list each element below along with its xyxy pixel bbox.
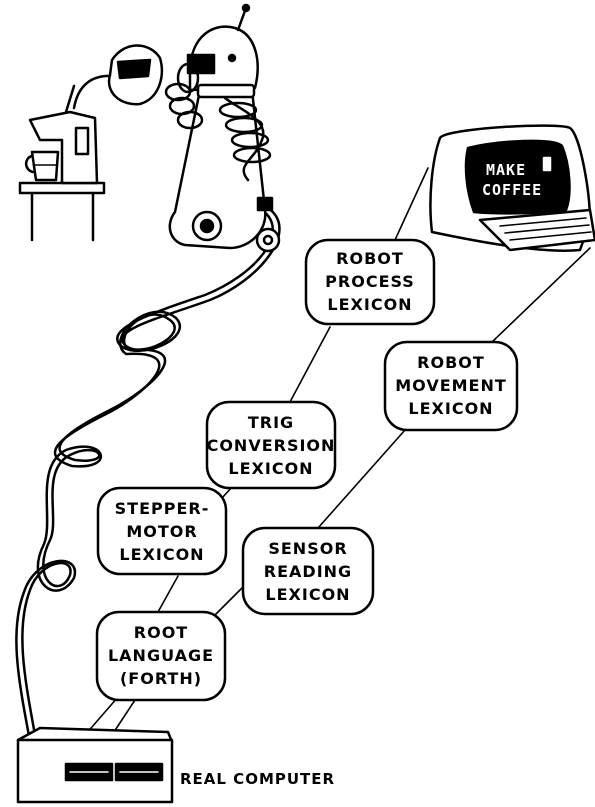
- robot-head-bolt: [229, 55, 235, 61]
- box-line: LEXICON: [408, 399, 493, 418]
- coffee-table-illustration: [20, 183, 104, 240]
- box-line: ROOT: [134, 623, 188, 642]
- box-line: TRIG: [248, 413, 294, 432]
- box-line: PROCESS: [325, 272, 415, 291]
- coffee-machine-window: [76, 128, 88, 154]
- box-root-language-forth: ROOT LANGUAGE (FORTH): [97, 612, 225, 700]
- line-root-to-stepper: [158, 576, 178, 612]
- robot-antenna-tip: [243, 5, 249, 11]
- line-trig-to-process: [290, 327, 330, 402]
- robot-wheel-hub: [264, 236, 272, 244]
- box-sensor-reading-lexicon: SENSOR READING LEXICON: [243, 528, 373, 614]
- line-movement-to-terminal: [492, 248, 590, 342]
- line-root-to-sensor: [212, 588, 242, 618]
- terminal-cursor: [544, 158, 550, 170]
- robot-gear-hub: [201, 220, 213, 232]
- box-line: (FORTH): [120, 669, 202, 688]
- box-line: ROBOT: [336, 249, 404, 268]
- box-line: LANGUAGE: [108, 646, 214, 665]
- real-computer-illustration: REAL COMPUTER: [18, 728, 335, 802]
- box-line: STEPPER-: [115, 499, 210, 518]
- robot-illustration: [109, 5, 279, 251]
- robot-cable-plug: [258, 198, 272, 210]
- terminal-illustration: MAKE COFFEE: [430, 126, 595, 251]
- terminal-screen-line-2: COFFEE: [482, 181, 542, 199]
- box-line: LEXICON: [327, 295, 412, 314]
- box-robot-process-lexicon: ROBOT PROCESS LEXICON: [306, 240, 434, 324]
- box-line: LEXICON: [265, 585, 350, 604]
- box-trig-conversion-lexicon: TRIG CONVERSION LEXICON: [207, 402, 336, 488]
- robot-collar: [198, 85, 254, 97]
- line-process-to-terminal: [395, 168, 428, 240]
- coffee-pour-arm: [74, 76, 112, 108]
- terminal-screen-line-1: MAKE: [486, 161, 526, 179]
- coffee-pot: [32, 152, 58, 180]
- box-robot-movement-lexicon: ROBOT MOVEMENT LEXICON: [385, 342, 517, 430]
- box-line: LEXICON: [228, 459, 313, 478]
- box-line: READING: [264, 562, 352, 581]
- box-line: ROBOT: [417, 353, 485, 372]
- box-line: MOTOR: [126, 522, 197, 541]
- box-line: MOVEMENT: [395, 376, 507, 395]
- box-line: CONVERSION: [207, 436, 336, 455]
- coffee-machine-illustration: [26, 76, 112, 183]
- table-top: [20, 183, 104, 193]
- real-computer-label: REAL COMPUTER: [180, 770, 335, 788]
- robot-gripper-mask: [118, 60, 150, 78]
- box-line: LEXICON: [119, 545, 204, 564]
- box-line: SENSOR: [268, 539, 347, 558]
- box-stepper-motor-lexicon: STEPPER- MOTOR LEXICON: [98, 488, 226, 574]
